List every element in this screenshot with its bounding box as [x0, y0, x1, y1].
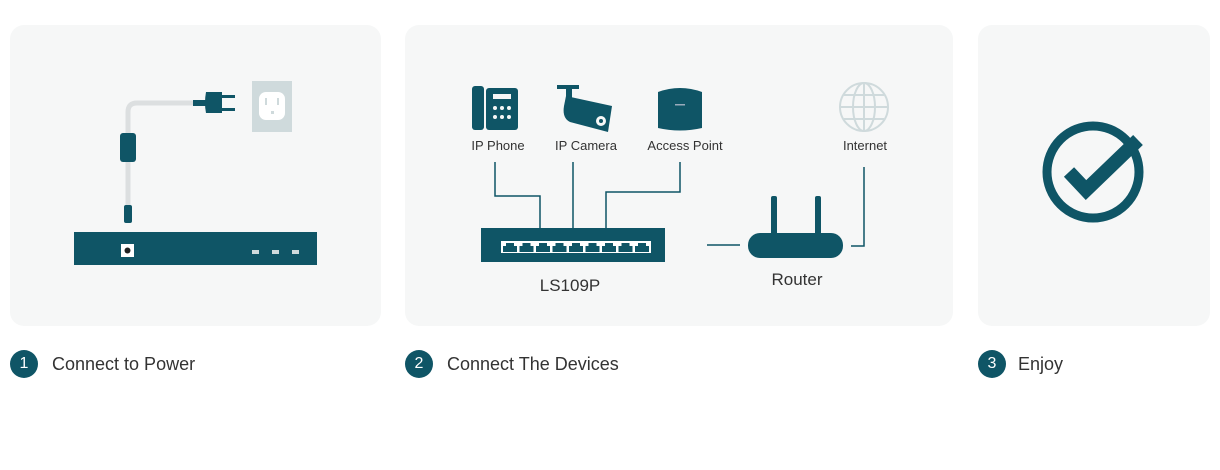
ethernet-port-icon — [635, 243, 649, 252]
router-icon — [748, 196, 843, 258]
camera-icon — [557, 85, 612, 132]
router-label: Router — [771, 270, 822, 289]
devices-card — [405, 25, 953, 326]
ethernet-port-icon — [602, 243, 616, 252]
internet-label: Internet — [843, 138, 887, 153]
ethernet-port-icon — [618, 243, 633, 252]
step-label: Connect to Power — [52, 353, 196, 374]
checkmark-icon — [1042, 121, 1144, 223]
ethernet-port-icon — [503, 243, 517, 252]
power-illustration — [74, 81, 317, 265]
step-number: 3 — [978, 350, 1006, 378]
ethernet-port-icon — [519, 243, 534, 252]
step-number: 1 — [10, 350, 38, 378]
switch-model-label: LS109P — [540, 276, 601, 295]
access-point-icon — [658, 88, 702, 131]
step-3: 3 Enjoy — [978, 350, 1063, 378]
power-cable — [125, 100, 196, 210]
ip-phone-label: IP Phone — [471, 138, 524, 153]
step-number: 2 — [405, 350, 433, 378]
power-card — [10, 25, 381, 326]
step-label: Connect The Devices — [447, 353, 619, 374]
plug-icon — [205, 92, 222, 113]
connection-lines — [494, 162, 865, 247]
ethernet-port-icon — [569, 243, 583, 252]
ethernet-port-icon — [585, 243, 600, 252]
globe-icon — [839, 82, 889, 132]
ip-camera-label: IP Camera — [555, 138, 618, 153]
step-label: Enjoy — [1018, 353, 1064, 374]
ferrite-core — [120, 133, 136, 162]
access-point-label: Access Point — [647, 138, 723, 153]
step-1: 1 Connect to Power — [10, 350, 195, 378]
switch-rear — [74, 232, 317, 265]
phone-icon — [472, 86, 518, 130]
ethernet-port-icon — [536, 243, 550, 252]
step-2: 2 Connect The Devices — [405, 350, 619, 378]
ethernet-port-icon — [552, 243, 567, 252]
devices-illustration: IP Phone IP Camera Access Point Internet… — [471, 82, 889, 295]
